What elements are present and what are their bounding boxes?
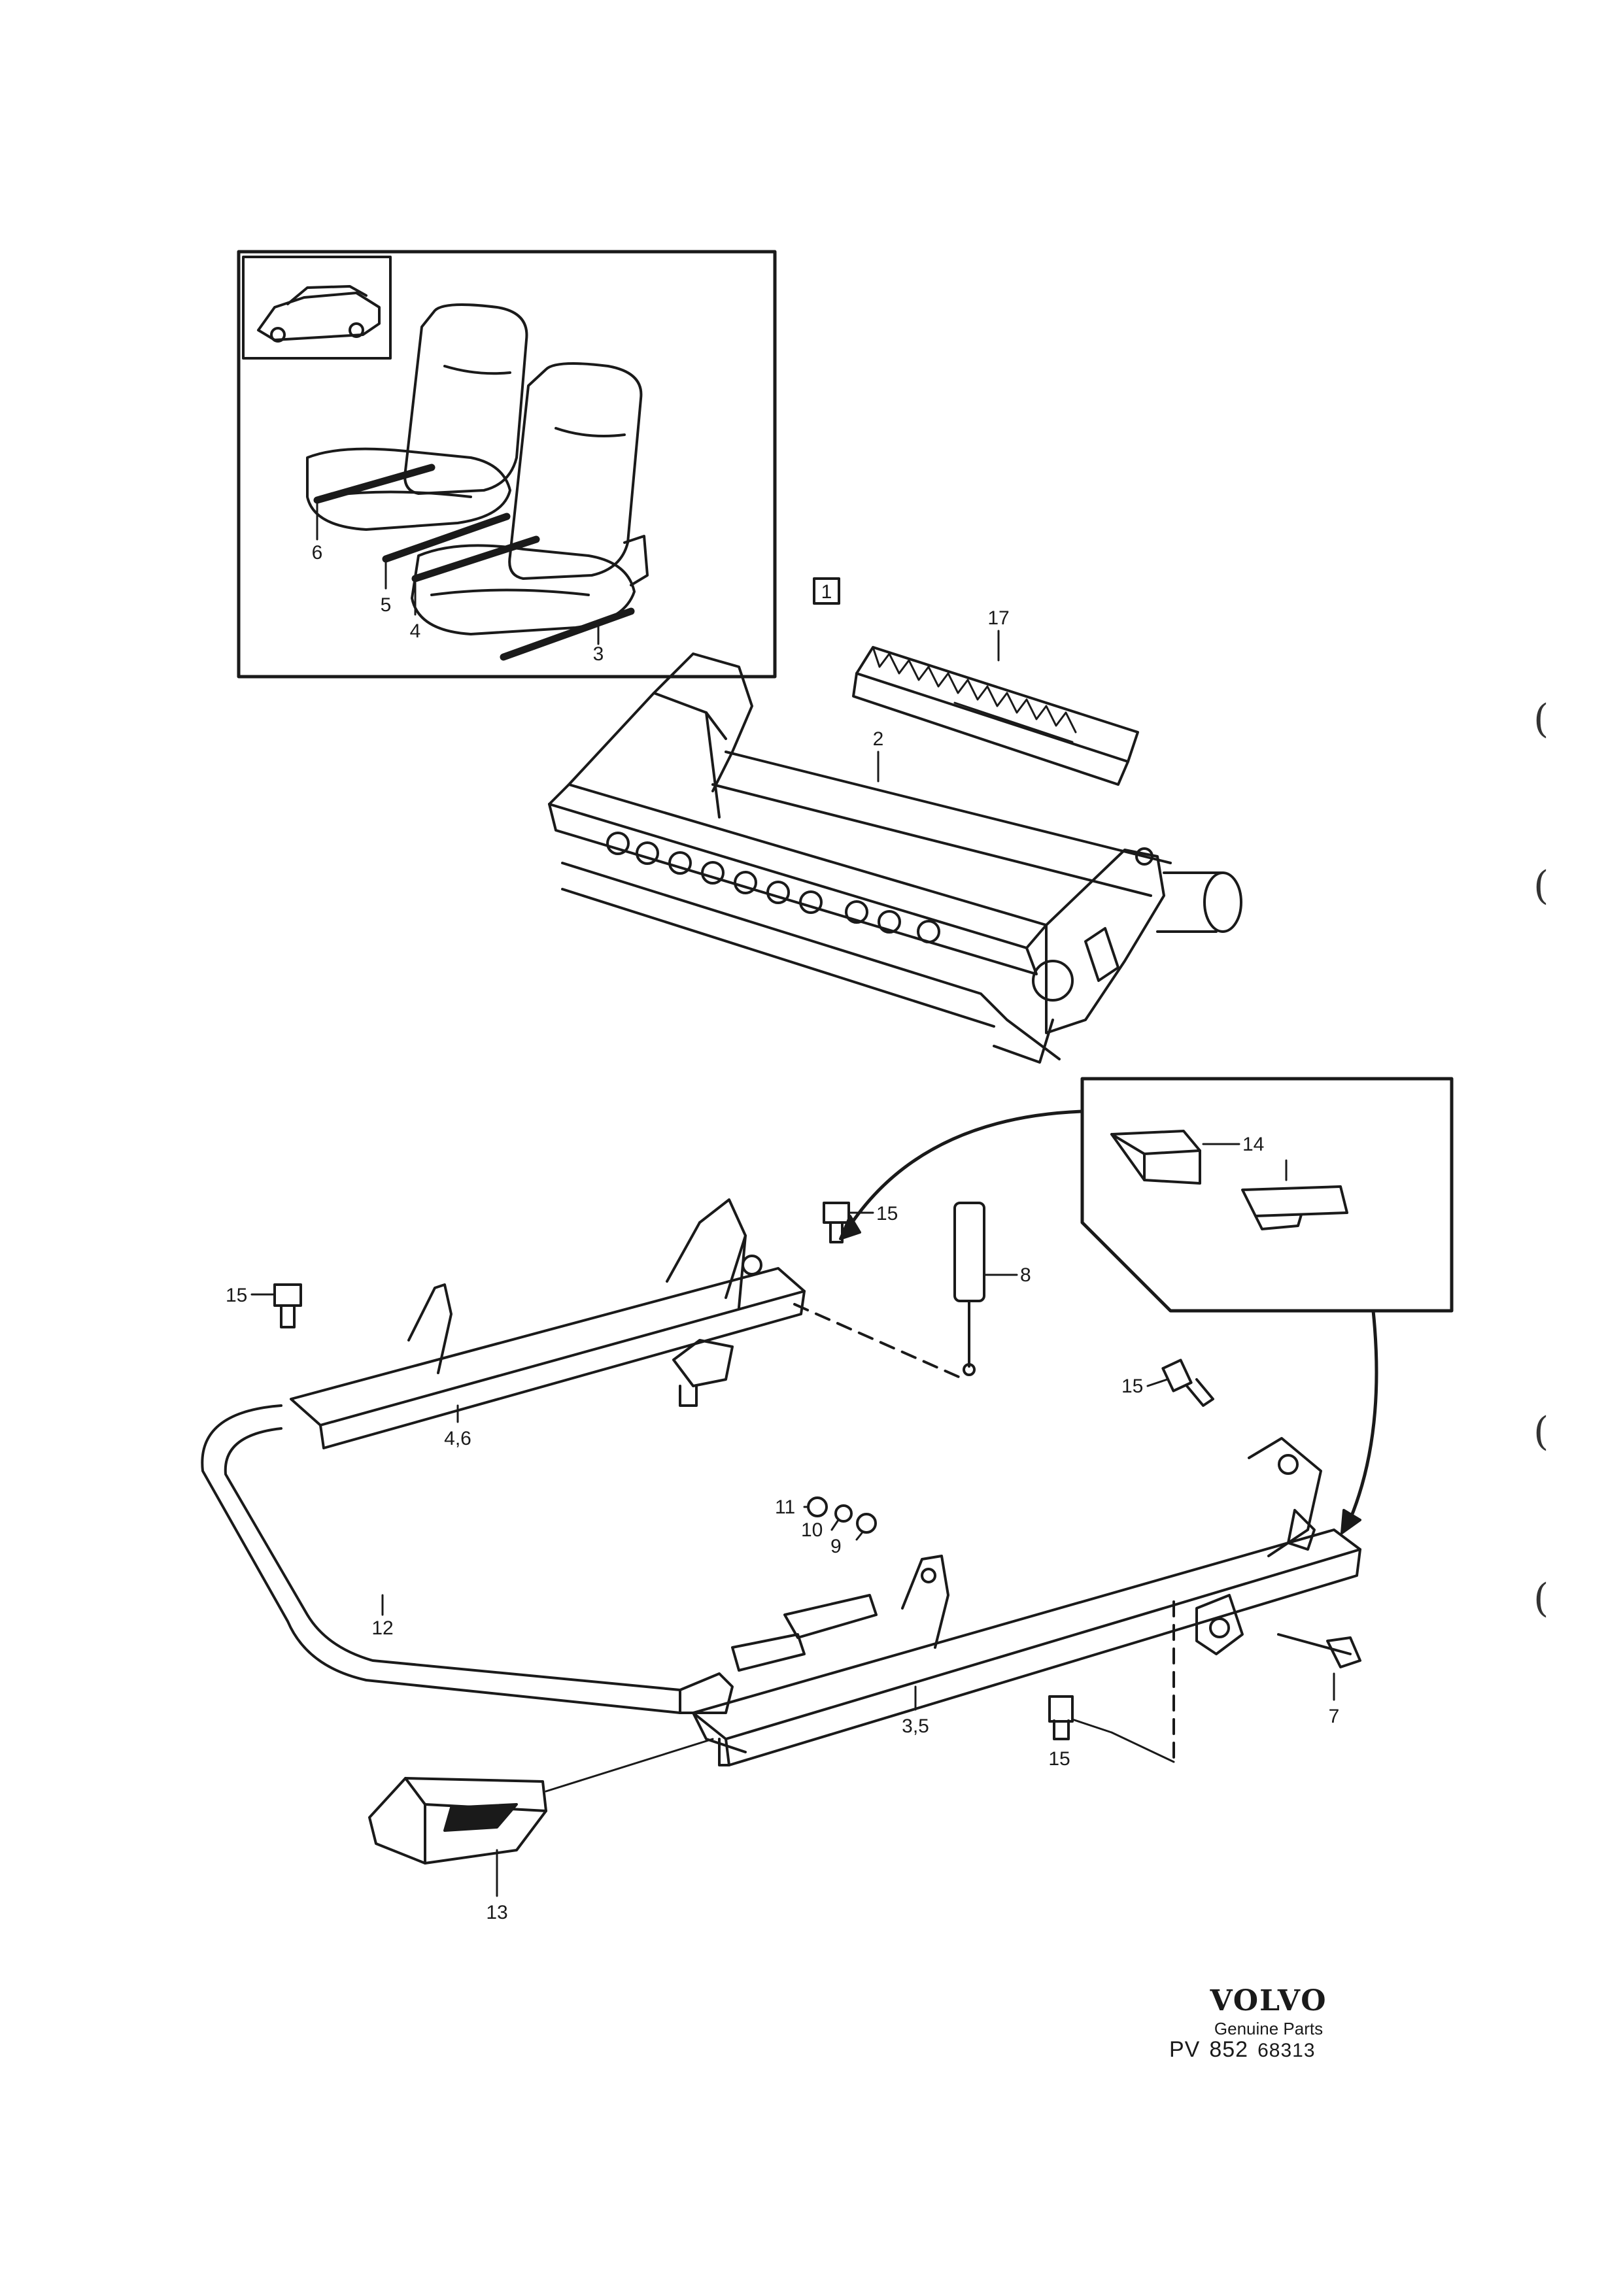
inset-ref-box	[813, 577, 840, 605]
pv-number-1: 852	[1209, 2037, 1249, 2062]
genuine-parts-label: Genuine Parts	[1214, 2019, 1324, 2038]
arrow-head-left	[839, 1215, 861, 1240]
bolt-15-top-icon	[823, 1202, 874, 1243]
washer-9-icon	[856, 1513, 877, 1534]
inset-ref-label: 1	[821, 581, 832, 603]
part-17-drawing	[852, 630, 1139, 786]
arrow-to-rail-right	[1345, 1309, 1378, 1528]
callout-7: 7	[1329, 1706, 1340, 1727]
callout-11: 11	[775, 1496, 795, 1518]
seat-rail-drawing	[201, 1198, 1361, 1897]
part-number: PV 852 68313	[1169, 2037, 1325, 2063]
bolt-15-right-icon	[1146, 1359, 1214, 1407]
callout-6: 6	[312, 542, 323, 564]
callout-3-5: 3,5	[902, 1715, 929, 1737]
margin-mark-1: (	[1533, 696, 1549, 742]
pv-number-2: 68313	[1257, 2040, 1316, 2061]
seat-illustration	[306, 303, 649, 661]
callout-17: 17	[987, 607, 1009, 629]
callout-12: 12	[371, 1617, 393, 1639]
callout-15-right: 15	[1121, 1376, 1143, 1397]
callout-4: 4	[410, 620, 421, 642]
seat-frame-drawing	[548, 652, 1242, 1064]
margin-mark-4: (	[1533, 1576, 1549, 1621]
callout-9: 9	[830, 1536, 842, 1557]
margin-mark-3: (	[1533, 1409, 1549, 1455]
callout-15-top: 15	[876, 1203, 898, 1224]
volvo-logo: VOLVO	[1210, 1984, 1327, 2017]
bolt-7-icon	[1277, 1633, 1361, 1701]
inset-frame	[237, 250, 777, 679]
margin-mark-2: (	[1533, 863, 1549, 909]
washer-10-icon	[834, 1504, 853, 1523]
callout-2: 2	[873, 728, 884, 750]
callout-15-left: 15	[226, 1285, 247, 1306]
callout-13: 13	[486, 1902, 507, 1923]
pv-label: PV	[1169, 2037, 1201, 2062]
nut-11-icon	[807, 1496, 828, 1517]
car-thumbnail-icon	[242, 256, 392, 360]
bolt-15-left-icon	[250, 1283, 302, 1328]
callout-5: 5	[381, 594, 392, 616]
arrow-head-right	[1341, 1509, 1361, 1534]
detail-box-14	[1080, 1077, 1454, 1313]
callout-15-bottom: 15	[1048, 1748, 1070, 1770]
callout-10: 10	[801, 1519, 823, 1541]
brand-block: VOLVO Genuine Parts	[1170, 1984, 1367, 2039]
callout-4-6: 4,6	[444, 1428, 471, 1449]
callout-14: 14	[1242, 1134, 1264, 1155]
callout-8: 8	[1020, 1264, 1031, 1286]
callouts: 1 17 2 6 5 4 3 14 15 15 15 15 8 4,6 11 1…	[226, 542, 1339, 1923]
callout-3: 3	[593, 643, 604, 665]
bolt-15-bottom-icon	[1048, 1695, 1113, 1740]
arrow-to-rail-left	[842, 1109, 1084, 1238]
